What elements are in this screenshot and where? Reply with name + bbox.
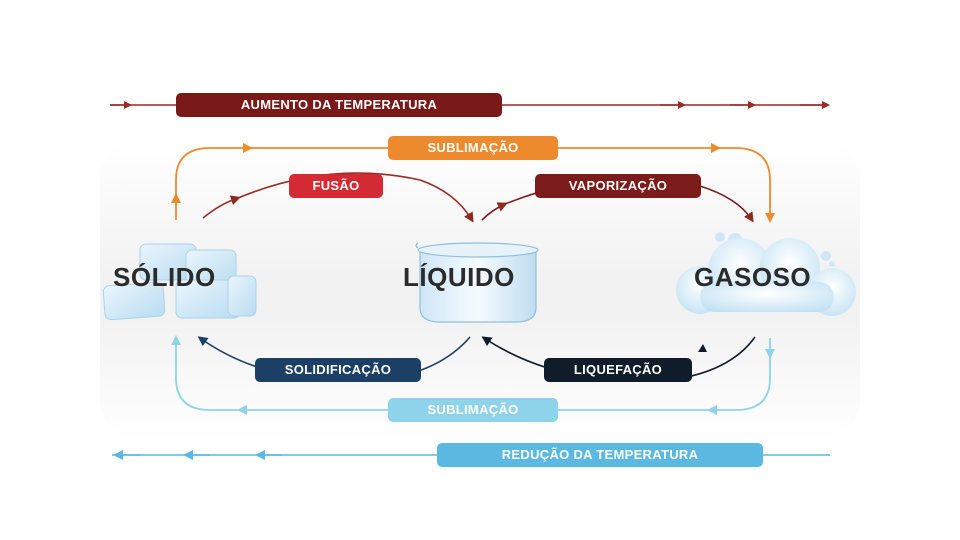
ice-cubes-icon (102, 243, 257, 321)
beaker-icon (415, 242, 539, 323)
fusion-arrow (202, 172, 474, 223)
cloud-icon (676, 232, 856, 316)
state-solid-label: SÓLIDO (113, 262, 216, 292)
temperature-decrease-label: REDUÇÃO DA TEMPERATURA (437, 443, 763, 467)
sublimation-top-label: SUBLIMAÇÃO (388, 136, 558, 160)
liquefaction-label: LIQUEFAÇÃO (544, 358, 692, 382)
vaporization-label: VAPORIZAÇÃO (535, 174, 701, 198)
fusion-label: FUSÃO (289, 174, 383, 198)
sublimation-bottom-label: SUBLIMAÇÃO (388, 398, 558, 422)
solidification-label: SOLIDIFICAÇÃO (255, 358, 421, 382)
state-liquid-label: LÍQUIDO (403, 262, 515, 292)
temperature-increase-label: AUMENTO DA TEMPERATURA (176, 93, 502, 117)
state-gas-label: GASOSO (694, 262, 812, 292)
